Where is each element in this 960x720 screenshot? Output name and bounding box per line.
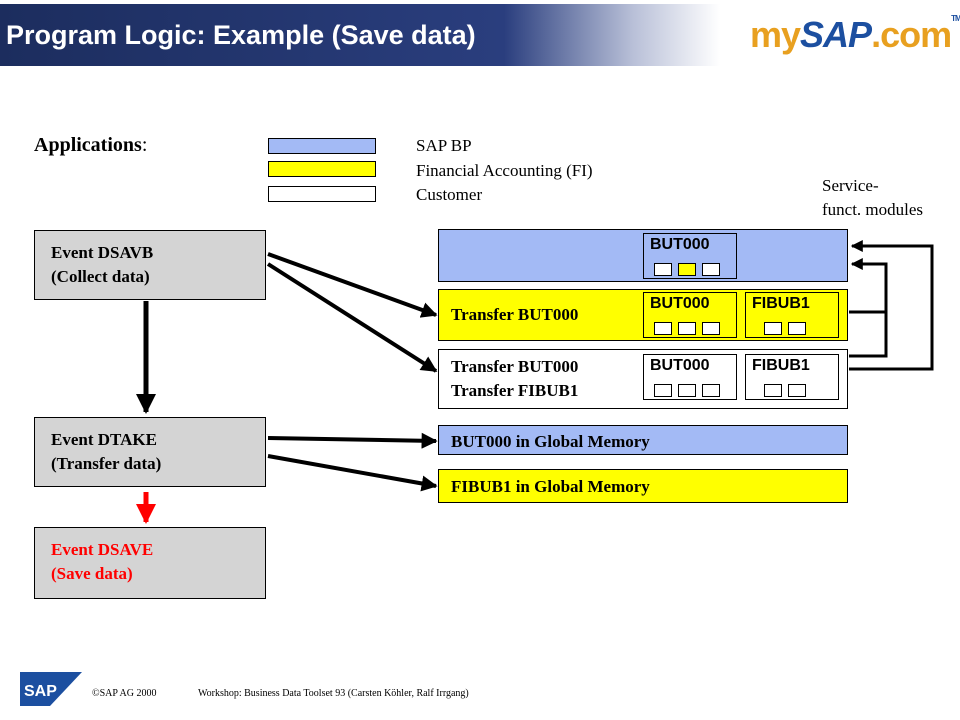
event-dsavb-box: Event DSAVB (Collect data) bbox=[34, 230, 266, 300]
module-cell bbox=[654, 263, 672, 276]
module-cell bbox=[702, 384, 720, 397]
service-arrow-customer-to-bp bbox=[849, 240, 934, 371]
sap-footer-logo: SAP bbox=[20, 672, 82, 706]
module-label: BUT000 bbox=[650, 236, 710, 253]
page-title: Program Logic: Example (Save data) bbox=[6, 20, 476, 50]
service-label: Service- funct. modules bbox=[822, 174, 923, 222]
row-customer-line2: Transfer FIBUB1 bbox=[451, 381, 579, 400]
service-label-line2: funct. modules bbox=[822, 200, 924, 219]
global-memory-fibub1-text: FIBUB1 in Global Memory bbox=[451, 477, 650, 496]
event-dsave-box: Event DSAVE (Save data) bbox=[34, 527, 266, 599]
mysap-logo: mySAP.comTM bbox=[750, 14, 960, 56]
brand-tm: TM bbox=[951, 14, 960, 23]
module-cell bbox=[702, 263, 720, 276]
row-bp: BUT000 bbox=[438, 229, 848, 282]
row-fi-text: Transfer BUT000 bbox=[451, 305, 579, 324]
event-dsavb-line1: Event DSAVB bbox=[51, 243, 154, 262]
module-fibub1-fi: FIBUB1 bbox=[745, 292, 839, 338]
module-but000-bp: BUT000 bbox=[643, 233, 737, 279]
global-memory-fibub1: FIBUB1 in Global Memory bbox=[438, 469, 848, 503]
event-dsave-line2: (Save data) bbox=[51, 564, 133, 583]
footer-copyright: ©SAP AG 2000 bbox=[92, 688, 157, 699]
module-cell bbox=[788, 384, 806, 397]
module-label: BUT000 bbox=[650, 295, 710, 312]
event-dsave-line1: Event DSAVE bbox=[51, 540, 154, 559]
legend-swatch-bp bbox=[268, 138, 376, 154]
arrow-dsavb-to-customer bbox=[266, 262, 438, 373]
sap-footer-logo-text: SAP bbox=[24, 683, 57, 700]
event-dtake-text: Event DTAKE (Transfer data) bbox=[51, 428, 161, 476]
applications-label: Applications: bbox=[34, 134, 147, 157]
brand-com: .com bbox=[871, 14, 952, 55]
title-bar bbox=[0, 4, 720, 66]
event-dsavb-line2: (Collect data) bbox=[51, 267, 150, 286]
arrow-dtake-to-global-fibub1 bbox=[267, 454, 438, 492]
global-memory-but000-text: BUT000 in Global Memory bbox=[451, 432, 650, 451]
module-cell bbox=[654, 384, 672, 397]
module-cell bbox=[702, 322, 720, 335]
event-dsavb-text: Event DSAVB (Collect data) bbox=[51, 241, 153, 289]
service-label-line1: Service- bbox=[822, 176, 879, 195]
arrow-dsavb-to-fi bbox=[267, 252, 438, 318]
module-cell bbox=[678, 322, 696, 335]
module-fibub1-customer: FIBUB1 bbox=[745, 354, 839, 400]
event-dsave-text: Event DSAVE (Save data) bbox=[51, 538, 153, 586]
brand-sap: SAP bbox=[800, 14, 872, 55]
legend-text-customer: Customer bbox=[416, 185, 483, 204]
applications-label-text: Applications bbox=[34, 134, 142, 156]
module-label: FIBUB1 bbox=[752, 357, 810, 374]
module-but000-fi: BUT000 bbox=[643, 292, 737, 338]
service-arrow-customer-to-bp-inner bbox=[849, 258, 888, 358]
legend-swatch-fi bbox=[268, 161, 376, 177]
module-cell bbox=[654, 322, 672, 335]
row-fi: Transfer BUT000 BUT000 FIBUB1 bbox=[438, 289, 848, 341]
event-dtake-box: Event DTAKE (Transfer data) bbox=[34, 417, 266, 487]
module-but000-customer: BUT000 bbox=[643, 354, 737, 400]
module-cell bbox=[678, 263, 696, 276]
event-dtake-line1: Event DTAKE bbox=[51, 430, 157, 449]
footer-workshop: Workshop: Business Data Toolset 93 (Cars… bbox=[198, 688, 469, 699]
row-customer-text: Transfer BUT000 Transfer FIBUB1 bbox=[451, 355, 578, 403]
legend-swatch-customer bbox=[268, 186, 376, 202]
module-cell bbox=[764, 322, 782, 335]
legend-text-fi: Financial Accounting (FI) bbox=[416, 161, 593, 180]
module-label: BUT000 bbox=[650, 357, 710, 374]
row-customer: Transfer BUT000 Transfer FIBUB1 BUT000 F… bbox=[438, 349, 848, 409]
module-cell bbox=[764, 384, 782, 397]
event-dtake-line2: (Transfer data) bbox=[51, 454, 162, 473]
applications-label-colon: : bbox=[141, 134, 148, 156]
module-label: FIBUB1 bbox=[752, 295, 810, 312]
brand-my: my bbox=[750, 14, 801, 55]
module-cell bbox=[678, 384, 696, 397]
arrow-dtake-to-global-but000 bbox=[267, 432, 438, 449]
module-cell bbox=[788, 322, 806, 335]
global-memory-but000: BUT000 in Global Memory bbox=[438, 425, 848, 455]
legend-text-bp: SAP BP bbox=[416, 136, 472, 155]
row-customer-line1: Transfer BUT000 bbox=[451, 357, 579, 376]
